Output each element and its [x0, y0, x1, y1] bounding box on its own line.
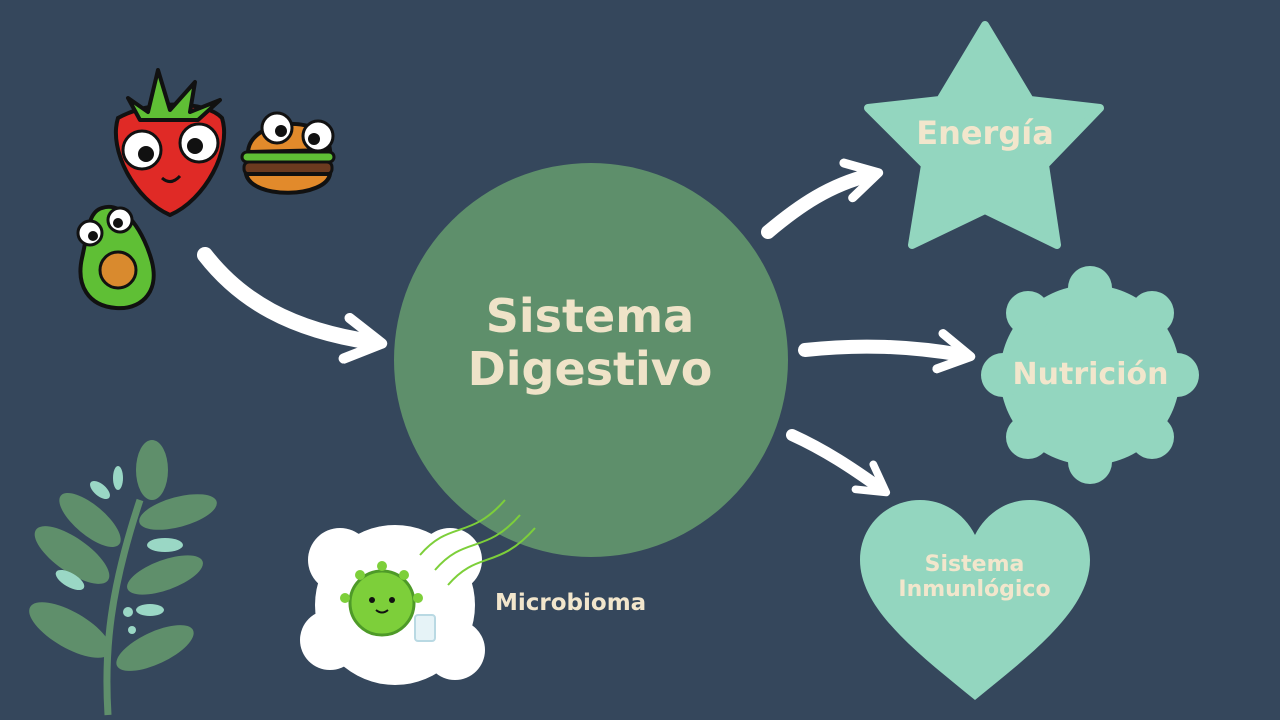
arrow-foods-to-system [197, 247, 388, 364]
avocado-icon [76, 204, 156, 311]
burger-icon [240, 111, 336, 195]
inmuno-label-line2: Inmunlógico [898, 577, 1051, 603]
plant-icon [29, 440, 217, 716]
nutricion-label: Nutrición [1012, 357, 1169, 392]
energia-star [864, 21, 1104, 249]
energia-label: Energía [916, 114, 1054, 152]
inmuno-heart [860, 500, 1090, 700]
arrow-to-inmuno [786, 429, 891, 497]
arrow-to-nutricion [798, 329, 976, 374]
strawberry-icon [113, 68, 227, 218]
arrow-to-energia [761, 158, 884, 239]
microbe-icon [340, 499, 536, 642]
digestive-system-circle [394, 163, 788, 557]
microbioma-label: Microbioma [495, 590, 647, 616]
center-title: Sistema Digestivo [395, 290, 785, 396]
center-title-line2: Digestivo [467, 341, 713, 396]
nutricion-badge [981, 266, 1199, 484]
inmuno-label: Sistema Inmunlógico [862, 552, 1087, 603]
center-title-line1: Sistema [485, 289, 695, 343]
inmuno-label-line1: Sistema [924, 552, 1025, 577]
